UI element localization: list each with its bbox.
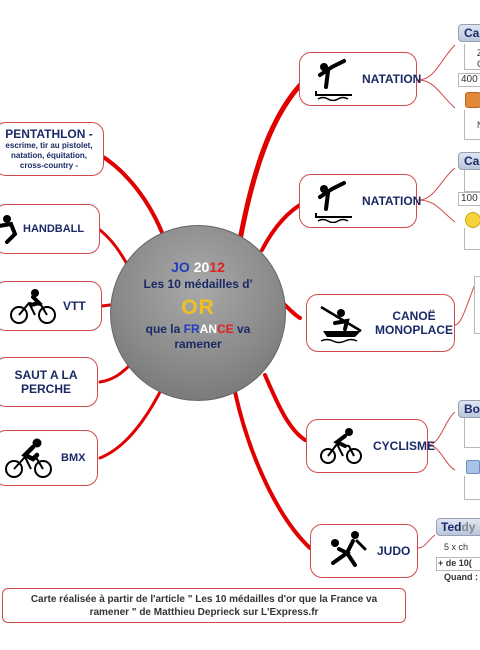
swimming-diving-pictogram-icon xyxy=(315,59,352,101)
handball-label: HANDBALL xyxy=(23,222,85,235)
center-or: OR xyxy=(181,296,215,319)
side-box-canoe xyxy=(474,276,480,334)
bmx-label: BMX xyxy=(61,451,86,464)
natation-2-label: NATATION xyxy=(362,193,422,208)
center-line2: Les 10 médailles d' xyxy=(143,277,253,291)
source-note-line2: ramener " de Matthieu Deprieck sur L'Exp… xyxy=(89,607,319,618)
node-pentathlon[interactable]: PENTATHLON - escrime, tir au pistolet, n… xyxy=(0,122,104,176)
side-box-1: Z C xyxy=(464,44,480,70)
medal-icon xyxy=(465,92,480,108)
mountain-bike-pictogram-icon xyxy=(10,289,56,324)
cyclisme-label: CYCLISME xyxy=(373,438,436,453)
side-box-3 xyxy=(464,170,480,192)
canoe-label-line1: CANOË xyxy=(392,309,436,323)
node-canoe[interactable]: CANOË MONOPLACE xyxy=(306,294,455,352)
node-cyclisme[interactable]: CYCLISME xyxy=(306,419,435,473)
node-bmx[interactable]: BMX xyxy=(0,430,98,486)
handball-pictogram-icon xyxy=(0,215,18,244)
branch-cyclisme xyxy=(263,373,307,442)
branch-saut xyxy=(98,363,132,384)
center-ramener: ramener xyxy=(174,337,222,351)
bmx-pictogram-icon xyxy=(5,438,52,478)
branch-pentathlon xyxy=(98,153,167,242)
source-note-line1: Carte réalisée à partir de l'article " L… xyxy=(30,594,378,605)
side-box-4 xyxy=(464,228,480,250)
branch-vtt xyxy=(100,303,112,308)
side-header-teddy: Teddy xyxy=(436,518,480,536)
node-natation-1[interactable]: NATATION xyxy=(299,52,421,106)
smiley-icon xyxy=(465,212,480,228)
judo-pictogram-icon xyxy=(331,531,367,567)
canoe-label-line2: MONOPLACE xyxy=(375,323,453,337)
natation-1-label: NATATION xyxy=(362,71,422,86)
center-fr: FR xyxy=(183,322,200,336)
side-result-100: 100 xyxy=(458,192,480,206)
side-header-bo: Bo xyxy=(458,400,480,418)
center-year-20: 20 xyxy=(193,259,210,275)
pentathlon-title: PENTATHLON - xyxy=(5,127,93,141)
side-result-400: 400 xyxy=(458,73,480,87)
cycling-pictogram-icon xyxy=(320,428,362,464)
judo-label: JUDO xyxy=(377,543,411,558)
saut-label-line1: SAUT A LA xyxy=(14,368,78,382)
node-vtt[interactable]: VTT xyxy=(0,281,102,331)
side-header-ca-1: Ca xyxy=(458,24,480,42)
branch-natation-1 xyxy=(237,77,308,243)
side-line-5xch: 5 x ch xyxy=(444,542,480,556)
canoe-pictogram-icon xyxy=(320,305,362,344)
node-handball[interactable]: HANDBALL xyxy=(0,204,100,254)
medal-silver-icon xyxy=(466,460,480,474)
side-line-quand: Quand : xyxy=(444,572,480,586)
central-topic[interactable]: JO 2012 Les 10 médailles d' OR que la FR… xyxy=(110,225,286,401)
center-an: AN xyxy=(199,322,217,336)
center-jo: JO xyxy=(171,259,190,275)
saut-label-line2: PERCHE xyxy=(20,382,71,396)
branch-judo xyxy=(233,390,312,550)
node-judo[interactable]: JUDO xyxy=(310,524,418,578)
side-box-5 xyxy=(464,418,480,448)
node-natation-2[interactable]: NATATION xyxy=(299,174,421,228)
center-ce: CE xyxy=(217,322,234,336)
node-saut-perche[interactable]: SAUT A LA PERCHE xyxy=(0,357,98,407)
side-box-6 xyxy=(464,476,480,500)
swimming-diving-pictogram-icon-2 xyxy=(315,181,352,223)
center-year-12: 12 xyxy=(209,259,225,275)
side-header-ca-2: Ca xyxy=(458,152,480,170)
side-box-2: N xyxy=(464,110,480,140)
vtt-label: VTT xyxy=(63,298,86,313)
side-line-100: + de 10( xyxy=(436,557,480,571)
source-note: Carte réalisée à partir de l'article " L… xyxy=(2,588,406,623)
branch-bmx xyxy=(98,390,162,460)
